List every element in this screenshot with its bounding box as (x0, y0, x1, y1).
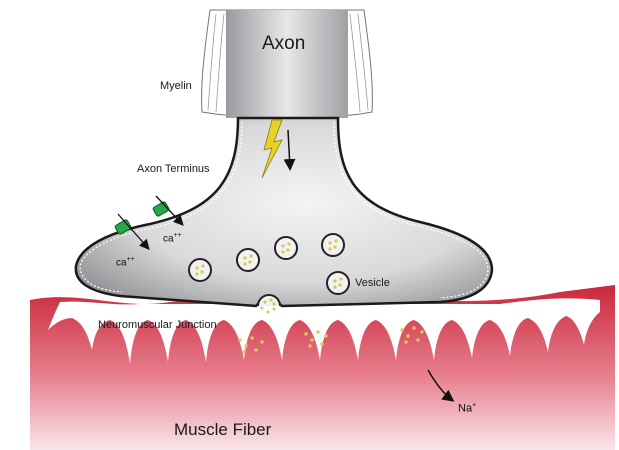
ion-charge: ++ (127, 256, 135, 263)
vesicle (322, 234, 344, 256)
vesicle (237, 249, 259, 271)
myelin-label: Myelin (160, 80, 192, 92)
axon-label: Axon (262, 33, 305, 55)
vesicle (189, 259, 211, 281)
vesicle (275, 237, 297, 259)
calcium-ion-label: ca++ (116, 256, 135, 268)
axon-terminus-label: Axon Terminus (137, 163, 210, 175)
sodium-ion-label: Na+ (458, 402, 476, 415)
muscle-fiber-label: Muscle Fiber (174, 420, 271, 440)
ion-charge: + (472, 402, 476, 409)
calcium-ion-label: ca++ (163, 232, 182, 244)
ion-symbol: ca (163, 233, 174, 244)
axon-terminus (76, 118, 492, 306)
vesicle-label: Vesicle (355, 277, 390, 289)
vesicle (327, 272, 349, 294)
ion-symbol: ca (116, 257, 127, 268)
ion-charge: ++ (174, 232, 182, 239)
ion-symbol: Na (458, 403, 472, 415)
neuromuscular-junction-label: Neuromuscular Junction (98, 319, 217, 331)
axon (226, 10, 348, 118)
